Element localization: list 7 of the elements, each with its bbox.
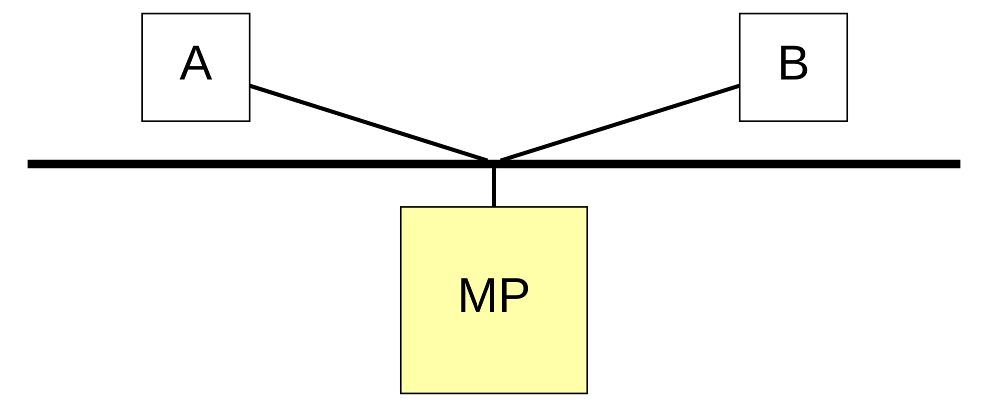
connector (248, 84, 488, 163)
node-box: MP (399, 206, 588, 394)
connector (499, 84, 740, 163)
connector (491, 168, 496, 207)
node-box: B (738, 12, 848, 122)
node-bar (27, 160, 960, 168)
node-box: A (140, 12, 250, 122)
